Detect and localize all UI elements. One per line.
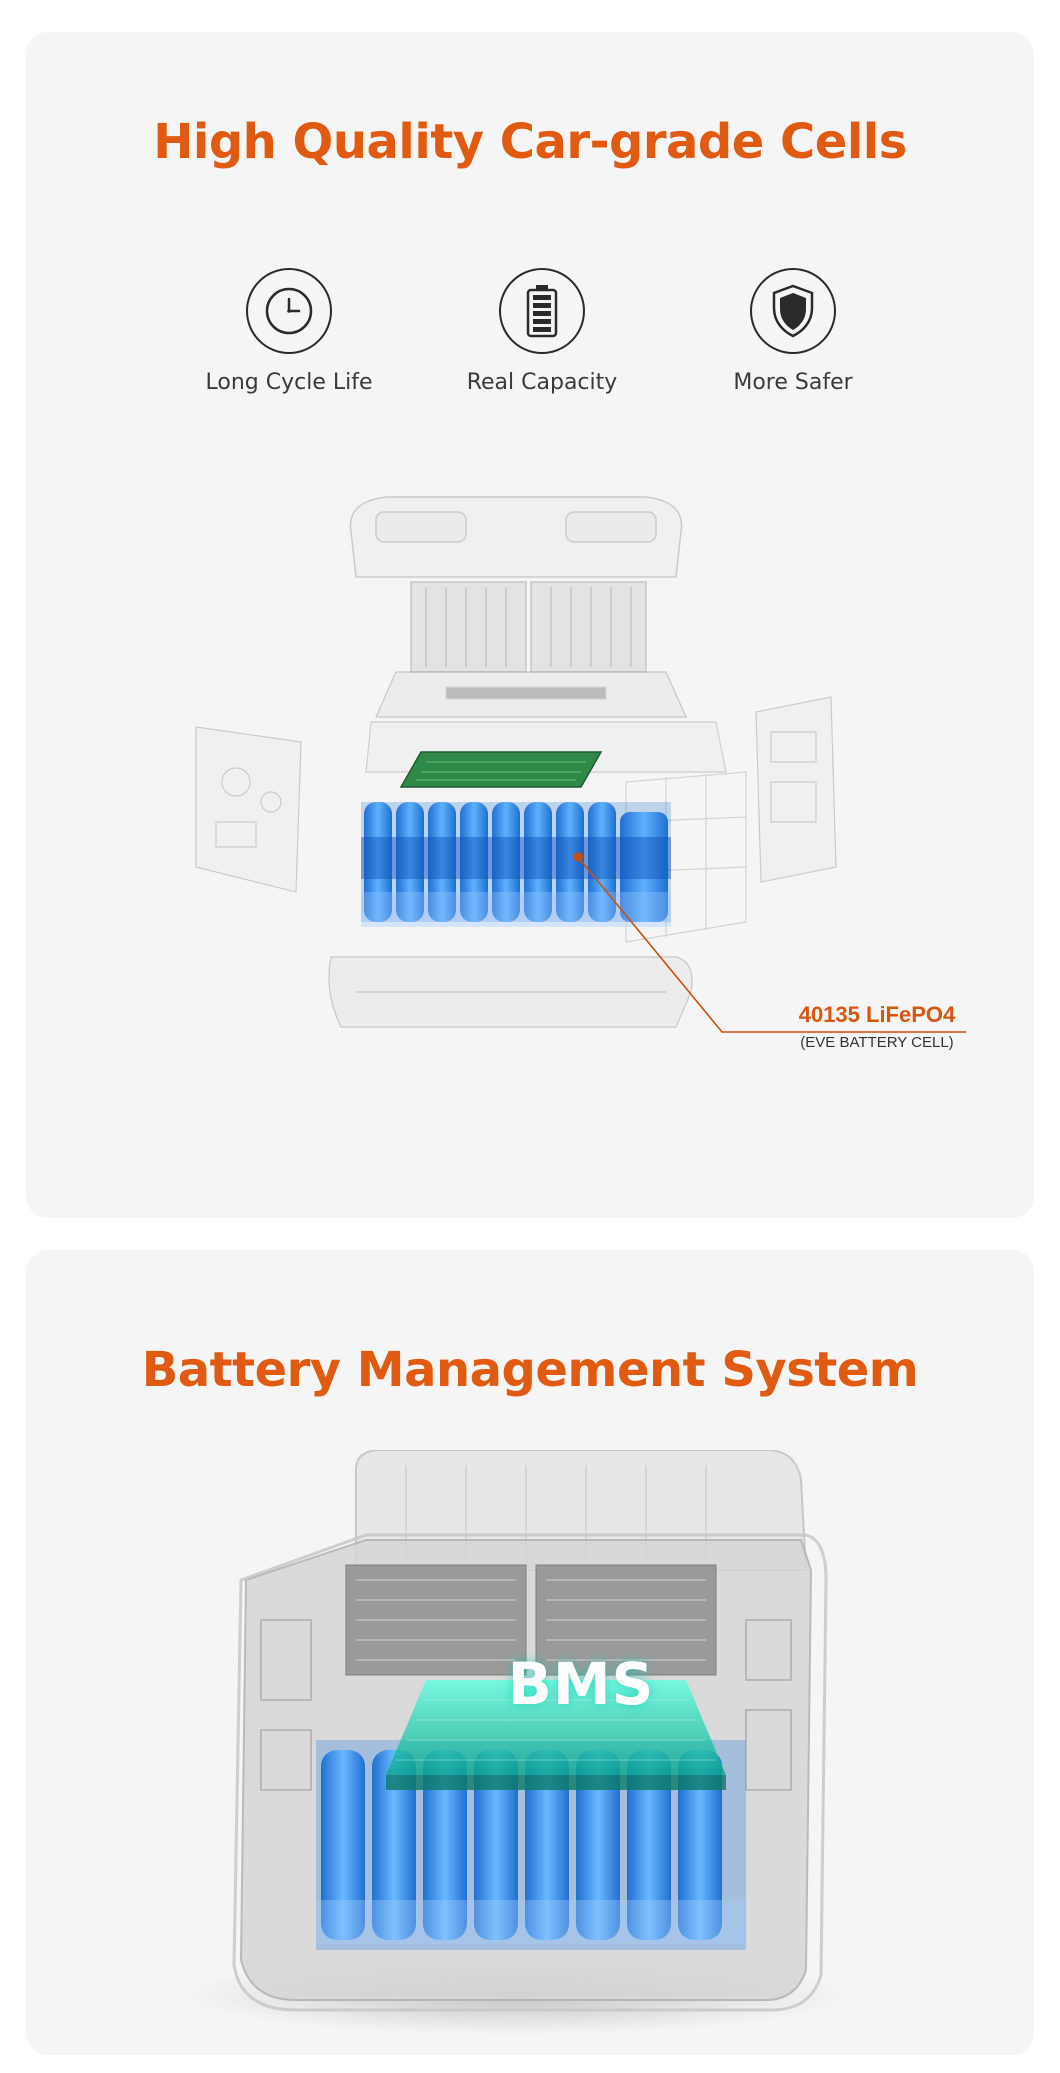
battery-cell-pack xyxy=(361,802,671,927)
feature-label: Long Cycle Life xyxy=(205,370,373,395)
bms-section-title: Battery Management System xyxy=(141,1342,919,1398)
feature-label: Real Capacity xyxy=(466,370,618,395)
bms-board xyxy=(386,1680,726,1790)
power-station-bms-illustration xyxy=(186,1450,846,2035)
cells-section-title: High Quality Car-grade Cells xyxy=(153,114,907,170)
feature-long-cycle-life: Long Cycle Life xyxy=(179,268,399,395)
exploded-power-station-illustration xyxy=(195,496,966,1033)
shield-icon xyxy=(750,268,836,354)
feature-more-safer: More Safer xyxy=(683,268,903,395)
callout-leader-line xyxy=(573,852,966,1033)
clock-icon xyxy=(246,268,332,354)
bms-section-card: Battery Management System xyxy=(26,1250,1034,2055)
bms-label: BMS xyxy=(507,1650,655,1718)
pcb-board xyxy=(399,751,603,788)
feature-label: More Safer xyxy=(733,370,853,395)
feature-real-capacity: Real Capacity xyxy=(432,268,652,395)
cell-callout-title: 40135 LiFePO4 xyxy=(798,1002,956,1027)
cells-section-card: High Quality Car-grade Cells Long Cycle … xyxy=(26,32,1034,1218)
battery-icon xyxy=(499,268,585,354)
cell-callout-subtitle: (EVE BATTERY CELL) xyxy=(800,1034,954,1051)
